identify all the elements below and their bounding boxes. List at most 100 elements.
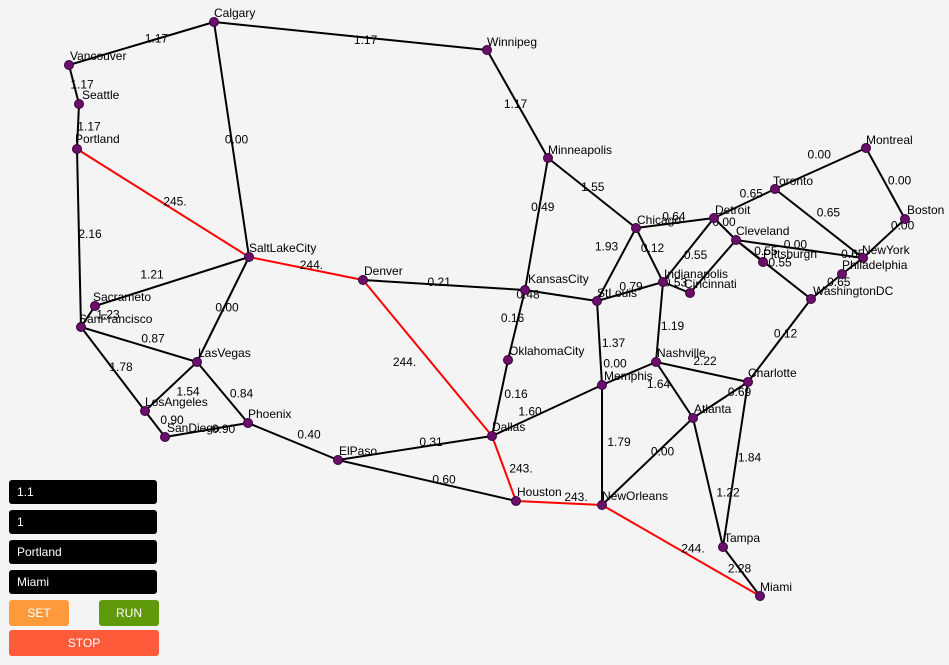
city-node-atlanta[interactable] <box>688 413 698 423</box>
city-node-saltlakecity[interactable] <box>244 252 254 262</box>
edge-weight-detroit-chicago: 0.64 <box>662 210 686 224</box>
edge-weight-saltlakecity-lasvegas: 0.00 <box>215 301 239 315</box>
city-node-elpaso[interactable] <box>333 455 343 465</box>
city-label-atlanta: Atlanta <box>694 402 732 416</box>
edge-nashville-memphis <box>601 361 657 386</box>
city-node-sacramento[interactable] <box>90 301 100 311</box>
city-node-stlouis[interactable] <box>592 296 602 306</box>
city-node-montreal[interactable] <box>861 143 871 153</box>
city-label-seattle: Seattle <box>82 88 120 102</box>
city-node-toronto[interactable] <box>770 184 780 194</box>
city-node-phoenix[interactable] <box>243 418 253 428</box>
edge-elpaso-dallas <box>337 435 493 461</box>
city-node-lasvegas[interactable] <box>192 357 202 367</box>
city-node-portland[interactable] <box>72 144 82 154</box>
city-label-phoenix: Phoenix <box>248 407 291 421</box>
edge-chicago-indianapolis <box>635 227 664 283</box>
edge-weight-portland-saltlakecity: 245. <box>163 195 186 209</box>
city-node-sandiego[interactable] <box>160 432 170 442</box>
edge-chicago-stlouis <box>596 227 637 302</box>
city-node-minneapolis[interactable] <box>543 153 553 163</box>
city-node-boston[interactable] <box>900 214 910 224</box>
edge-weight-nashville-memphis: 0.00 <box>603 357 627 371</box>
edge-weight-calgary-saltlakecity: 0.00 <box>225 133 249 147</box>
edge-weight-oklahomacity-dallas: 0.16 <box>504 387 528 401</box>
edge-elpaso-houston <box>337 459 517 502</box>
edge-toronto-newyork <box>774 188 864 259</box>
city-node-charlotte[interactable] <box>743 377 753 387</box>
stop-button[interactable]: STOP <box>9 630 159 656</box>
edge-nashville-charlotte <box>655 361 749 383</box>
edge-cleveland-newyork <box>735 239 864 259</box>
city-node-seattle[interactable] <box>74 99 84 109</box>
city-label-charlotte: Charlotte <box>748 366 797 380</box>
city-node-tampa[interactable] <box>718 542 728 552</box>
city-node-chicago[interactable] <box>631 223 641 233</box>
city-node-cleveland[interactable] <box>731 235 741 245</box>
edge-weight-nashville-atlanta: 1.64 <box>647 377 671 391</box>
edge-weight-indianapolis-nashville: 1.19 <box>661 319 685 333</box>
edge-weight-houston-neworleans: 243. <box>564 490 587 504</box>
city-node-losangeles[interactable] <box>140 406 150 416</box>
city-label-neworleans: NewOrleans <box>602 489 668 503</box>
city-node-pittsburgh[interactable] <box>758 257 768 267</box>
edge-weight-memphis-dallas: 1.60 <box>518 405 542 419</box>
city-node-washingtondc[interactable] <box>806 294 816 304</box>
city-node-nashville[interactable] <box>651 357 661 367</box>
city-label-boston: Boston <box>907 203 944 217</box>
edge-weight-sanfrancisco-lasvegas: 0.87 <box>141 332 165 346</box>
edge-memphis-dallas <box>491 384 603 437</box>
city-node-memphis[interactable] <box>597 380 607 390</box>
edge-denver-kansascity <box>362 279 526 291</box>
edge-kansascity-stlouis <box>524 289 598 302</box>
edge-dallas-houston <box>491 435 517 502</box>
edge-nashville-atlanta <box>655 361 694 419</box>
city-label-newyork: NewYork <box>862 243 911 257</box>
target-city-field[interactable] <box>9 570 157 594</box>
edge-atlanta-neworleans <box>601 417 694 506</box>
edge-weight-vancouver-seattle: 1.17 <box>70 78 94 92</box>
city-node-philadelphia[interactable] <box>837 269 847 279</box>
city-node-detroit[interactable] <box>709 213 719 223</box>
edge-vancouver-seattle <box>68 64 80 105</box>
city-node-kansascity[interactable] <box>520 285 530 295</box>
city-node-vancouver[interactable] <box>64 60 74 70</box>
city-node-denver[interactable] <box>358 275 368 285</box>
city-label-minneapolis: Minneapolis <box>548 143 612 157</box>
city-node-sanfrancisco[interactable] <box>76 322 86 332</box>
edge-weight-dallas-houston: 243. <box>509 462 532 476</box>
city-node-neworleans[interactable] <box>597 500 607 510</box>
edge-atlanta-tampa <box>692 417 724 548</box>
city-label-dallas: Dallas <box>492 420 525 434</box>
edge-weight-denver-dallas: 244. <box>393 355 416 369</box>
edge-portland-sanfrancisco <box>76 148 82 328</box>
edge-weight-saltlakecity-sacramento: 1.21 <box>140 268 164 282</box>
source-city-field[interactable] <box>9 540 157 564</box>
edge-weight-seattle-portland: 1.17 <box>77 120 101 134</box>
edge-neworleans-miami <box>601 504 761 597</box>
city-node-indianapolis[interactable] <box>658 277 668 287</box>
city-node-cincinnati[interactable] <box>685 288 695 298</box>
city-label-stlouis: StLouis <box>597 286 637 300</box>
set-button[interactable]: SET <box>9 600 69 626</box>
city-label-toronto: Toronto <box>773 174 813 188</box>
city-node-calgary[interactable] <box>209 17 219 27</box>
edge-weight-indianapolis-cincinnati: 0.53 <box>664 276 688 290</box>
city-node-oklahomacity[interactable] <box>503 355 513 365</box>
parameter-field-1[interactable] <box>9 480 157 504</box>
city-node-dallas[interactable] <box>487 431 497 441</box>
edge-boston-newyork <box>862 218 906 259</box>
city-label-portland: Portland <box>75 132 120 146</box>
edge-stlouis-memphis <box>596 300 603 386</box>
city-node-newyork[interactable] <box>858 253 868 263</box>
city-node-winnipeg[interactable] <box>482 45 492 55</box>
edge-stlouis-indianapolis <box>596 281 664 302</box>
parameter-field-2[interactable] <box>9 510 157 534</box>
city-node-houston[interactable] <box>511 496 521 506</box>
edge-weight-atlanta-tampa: 1.22 <box>716 486 740 500</box>
run-button[interactable]: RUN <box>99 600 159 626</box>
edge-indianapolis-nashville <box>655 281 664 363</box>
city-node-miami[interactable] <box>755 591 765 601</box>
